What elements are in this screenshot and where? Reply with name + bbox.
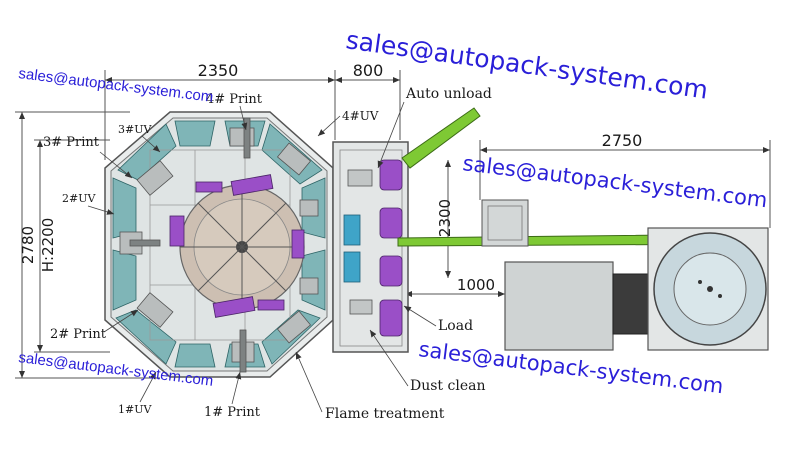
print-heads [169, 174, 305, 318]
infeed-unit [481, 199, 529, 247]
label-load: Load [438, 318, 473, 334]
label-3-uv: 3#UV [118, 123, 152, 136]
label-dust-clean: Dust clean [410, 378, 485, 394]
cup-stack-holders [379, 159, 403, 337]
label-1-uv: 1#UV [118, 403, 152, 416]
station-mechanisms [119, 117, 319, 373]
turntable [179, 184, 305, 310]
label-2-print: 2# Print [50, 327, 107, 342]
label-flame-treatment: Flame treatment [325, 406, 445, 422]
label-4-print: 4# Print [206, 92, 263, 107]
dim-width-unload: 800 [353, 61, 384, 80]
dim-height-inner: H:2200 [39, 218, 57, 273]
dim-width-feeder: 2750 [602, 131, 643, 150]
watermark-top: sales@autopack-system.com [344, 25, 710, 105]
dimension-lines [15, 70, 771, 379]
dim-offset-load: 1000 [457, 276, 495, 294]
label-1-print: 1# Print [204, 405, 261, 420]
unload-load-module [332, 141, 409, 353]
rotary-printer [104, 111, 334, 378]
bowl-feeder [504, 227, 769, 351]
blower-units [343, 214, 361, 283]
label-4-uv: 4#UV [342, 109, 379, 123]
dim-height-conveyor: 2300 [436, 199, 454, 237]
label-2-uv: 2#UV [62, 192, 96, 205]
label-3-print: 3# Print [43, 135, 100, 150]
label-auto-unload: Auto unload [405, 86, 492, 102]
leader-lines [87, 101, 437, 413]
dim-height-total: 2780 [19, 226, 37, 264]
dim-width-main: 2350 [198, 61, 239, 80]
watermark-left-top: sales@autopack-system.com [18, 65, 215, 106]
